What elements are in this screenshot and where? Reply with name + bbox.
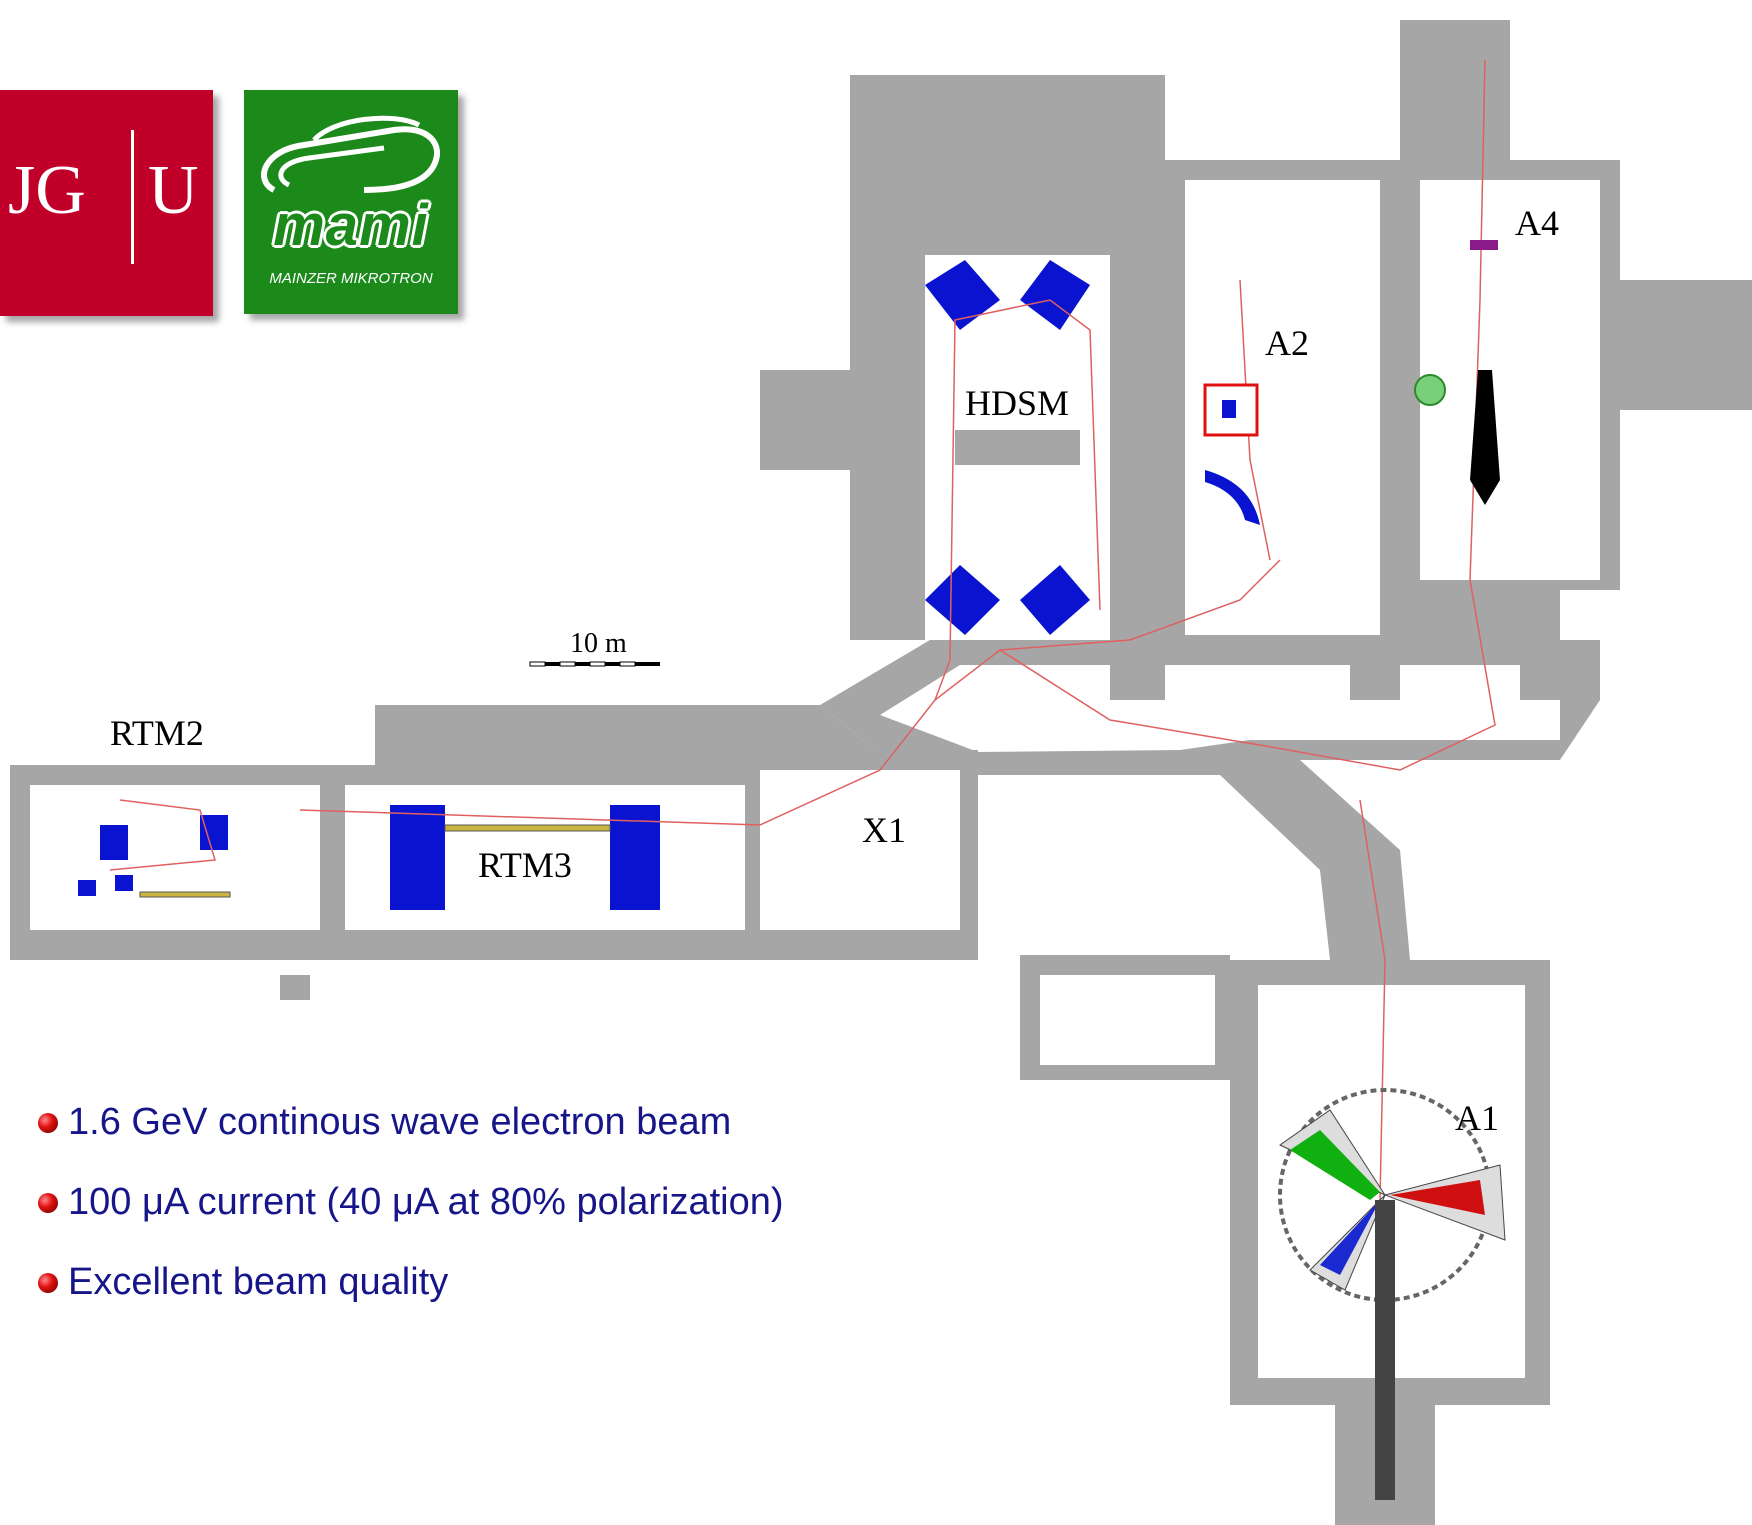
rtm3-magnet-right <box>610 805 660 910</box>
label-rtm2: RTM2 <box>110 713 204 753</box>
label-a2: A2 <box>1265 323 1309 363</box>
label-x1: X1 <box>862 810 906 850</box>
hdsm-magnet-tl <box>925 260 1000 330</box>
scale-bar: 10 m <box>529 628 660 667</box>
jgu-logo-left-text: JG <box>8 152 86 229</box>
mami-swoosh-icon <box>261 115 441 193</box>
scale-label: 10 m <box>570 628 627 659</box>
a1-beam-dump <box>1375 1200 1395 1500</box>
beam-transfer-tunnel <box>820 640 1600 960</box>
mami-logo-subtitle: MAINZER MIKROTRON <box>269 270 433 287</box>
jgu-logo-divider <box>131 130 134 264</box>
label-hdsm: HDSM <box>965 383 1069 423</box>
a1-hall-walls <box>1230 960 1550 1525</box>
label-rtm3: RTM3 <box>478 845 572 885</box>
a4-green-ring <box>1414 374 1446 406</box>
mami-logo-word: mami <box>273 193 429 258</box>
rtm2-magnet-4 <box>115 875 133 891</box>
rtm3-linac <box>139 824 611 898</box>
red-ball-icon <box>38 1113 58 1133</box>
a4-right-annex <box>1620 320 1730 410</box>
red-ball-icon <box>38 1193 58 1213</box>
feature-item: 100 μA current (40 μA at 80% polarizatio… <box>38 1176 784 1256</box>
rtm2-magnet-2 <box>200 815 228 850</box>
feature-text: 1.6 GeV continous wave electron beam <box>68 1101 732 1143</box>
hdsm-center-block <box>955 430 1080 465</box>
a1-spectrometer-a <box>1290 1130 1380 1200</box>
hdsm-left-annex <box>760 370 850 470</box>
feature-text: Excellent beam quality <box>68 1261 449 1303</box>
a1-spectrometer-c <box>1320 1200 1380 1275</box>
a4-detector <box>1470 240 1498 250</box>
a2-tagger-magnet <box>1205 470 1260 525</box>
feature-text: 100 μA current (40 μA at 80% polarizatio… <box>68 1181 784 1223</box>
beamlines <box>109 59 1496 1201</box>
rtm3-magnet-left <box>390 805 445 910</box>
label-a1: A1 <box>1455 1098 1499 1138</box>
hdsm-magnet-br <box>1020 565 1090 635</box>
hdsm-top-block <box>850 75 1050 180</box>
rtm-stub <box>280 975 310 1000</box>
a1-spectrometer-b <box>1390 1180 1485 1215</box>
rtm2-magnet-3 <box>78 880 96 896</box>
feature-list: 1.6 GeV continous wave electron beam 100… <box>38 1096 784 1336</box>
jgu-logo: JG U <box>0 90 213 316</box>
rtm2-magnet-1 <box>100 825 128 860</box>
mami-logo: mami MAINZER MIKROTRON <box>244 90 458 314</box>
rtm-magnets <box>78 805 660 910</box>
hdsm-magnet-bl <box>925 565 1000 635</box>
feature-item: 1.6 GeV continous wave electron beam <box>38 1096 784 1176</box>
hdsm-hall-walls <box>760 75 1165 700</box>
feature-item: Excellent beam quality <box>38 1256 784 1336</box>
rtm-divider-wall <box>320 785 345 930</box>
label-a4: A4 <box>1515 203 1559 243</box>
red-ball-icon <box>38 1273 58 1293</box>
rtm-tunnel-walls <box>10 705 978 960</box>
hdsm-magnet-tr <box>1020 260 1090 330</box>
jgu-logo-right-text: U <box>148 152 199 229</box>
a2-target-core <box>1222 400 1236 418</box>
a4-beamline-detector <box>1470 370 1500 505</box>
hdsm-magnets <box>925 260 1090 635</box>
